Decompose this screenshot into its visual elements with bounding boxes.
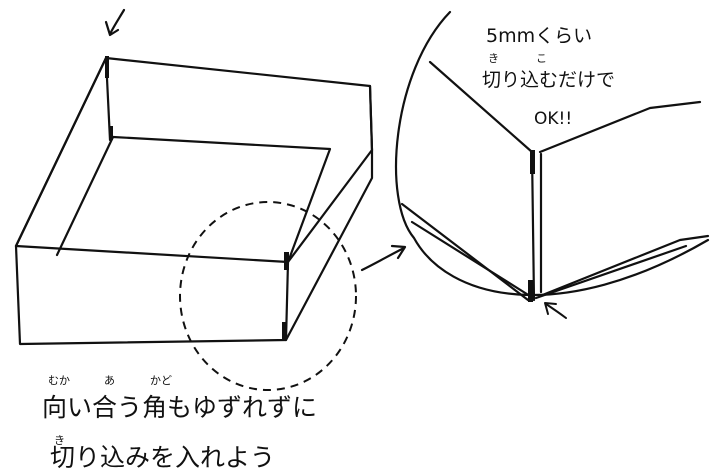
corner-slits	[105, 56, 289, 340]
ruby-kiri: き	[54, 434, 65, 447]
focus-dashed-circle	[179, 201, 357, 391]
zoom-note-line1: 5mmくらい	[486, 25, 592, 47]
ruby-kado: かど	[150, 374, 172, 387]
zoom-note-ok: OK!!	[534, 109, 572, 129]
arrow-down-left-icon	[104, 8, 126, 37]
caption-line1: 向い合う角もゆずれずに	[42, 393, 317, 422]
arrow-up-left-icon	[544, 302, 567, 319]
zoom-note-line2: 切り込むだけで	[482, 69, 615, 91]
caption: むか あ かど 向い合う角もゆずれずに き 切り込みを入れよう	[42, 374, 317, 472]
open-box	[14, 56, 374, 346]
zoom-note-ruby-kiri: き	[488, 52, 499, 65]
zoom-note-ruby-komu: こ	[536, 52, 547, 65]
zoom-detail	[394, 10, 710, 319]
arrow-right-icon	[360, 244, 407, 272]
caption-line2: 切り込みを入れよう	[50, 443, 275, 472]
zoom-note: 5mmくらい こ き 切り込むだけで OK!!	[482, 25, 615, 129]
ruby-au: あ	[104, 374, 115, 387]
ruby-mukai: むか	[48, 374, 70, 387]
